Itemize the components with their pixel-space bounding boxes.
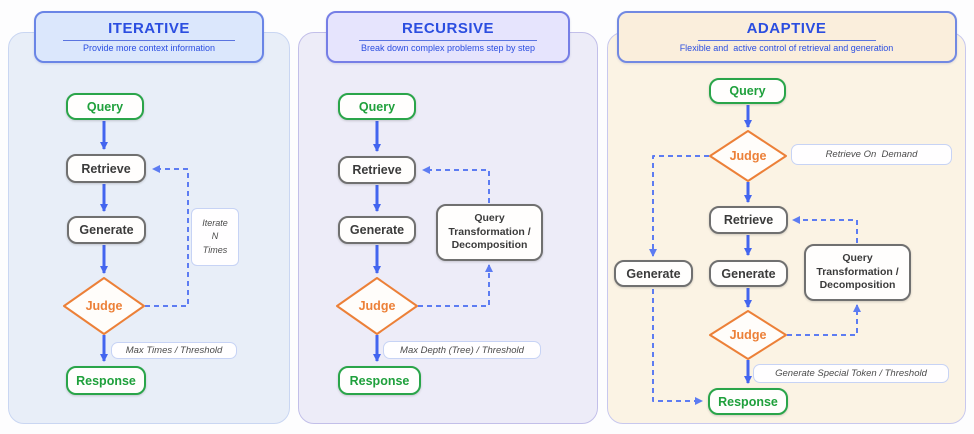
dashed-arrow-judge-to-retrieve	[145, 165, 189, 307]
node-generate-left: Generate	[614, 260, 693, 287]
threshold-note: Max Depth (Tree) / Threshold	[383, 341, 541, 359]
tbox-line: Transformation /	[448, 225, 531, 238]
retrieve-on-demand-note: Retrieve On Demand	[791, 144, 952, 165]
node-retrieve: Retrieve	[338, 156, 416, 184]
panel-iterative-subtitle: Provide more context information	[82, 42, 216, 53]
dashed-arrow-judge1-to-generate-left	[649, 155, 709, 257]
tbox-line: Decomposition	[451, 239, 528, 252]
panel-recursive: RECURSIVE Break down complex problems st…	[298, 11, 598, 424]
tbox-line: Query	[474, 212, 505, 225]
tbox-line: Query	[842, 252, 873, 265]
panel-iterative: ITERATIVE Provide more context informati…	[8, 11, 290, 424]
panel-iterative-title: ITERATIVE	[108, 20, 190, 38]
node-judge: Judge	[85, 299, 123, 313]
node-judge2: Judge	[729, 328, 767, 342]
node-query: Query	[709, 78, 786, 104]
panel-adaptive-header: ADAPTIVE Flexible and active control of …	[616, 11, 957, 63]
note-line: N	[211, 231, 219, 242]
panel-adaptive-title: ADAPTIVE	[746, 20, 827, 38]
panel-recursive-header: RECURSIVE Break down complex problems st…	[326, 11, 570, 63]
judge2-diamond	[709, 310, 787, 360]
node-response: Response	[66, 366, 146, 395]
node-query: Query	[66, 93, 144, 120]
node-judge1: Judge	[729, 149, 767, 163]
iterate-n-times-note: Iterate N Times	[191, 208, 239, 266]
node-retrieve: Retrieve	[709, 206, 788, 234]
node-query: Query	[338, 93, 416, 120]
header-underline	[697, 39, 876, 41]
tbox-line: Decomposition	[819, 279, 896, 292]
node-judge: Judge	[358, 299, 396, 313]
flow-wires-iterative	[63, 121, 189, 362]
note-line: Iterate	[202, 217, 228, 228]
header-underline	[359, 39, 537, 41]
panel-adaptive-subtitle: Flexible and active control of retrieval…	[679, 42, 894, 53]
threshold-note: Generate Special Token / Threshold	[753, 364, 949, 383]
node-retrieve: Retrieve	[66, 154, 146, 183]
threshold-note: Max Times / Threshold	[111, 342, 237, 359]
node-response: Response	[708, 388, 788, 415]
flow-wires-recursive	[336, 121, 493, 362]
panel-recursive-subtitle: Break down complex problems step by step	[360, 42, 536, 53]
panel-iterative-header: ITERATIVE Provide more context informati…	[34, 11, 264, 63]
dashed-arrow-generate-left-to-response	[652, 289, 703, 405]
dashed-arrow-transform-to-retrieve	[792, 216, 858, 243]
query-transformation-box: Query Transformation / Decomposition	[436, 204, 543, 261]
panel-adaptive: ADAPTIVE Flexible and active control of …	[607, 11, 966, 424]
node-generate: Generate	[709, 260, 788, 287]
header-underline	[63, 39, 235, 41]
note-line: Times	[202, 244, 228, 255]
dashed-arrow-judge2-to-transform	[787, 304, 861, 336]
node-generate: Generate	[67, 216, 146, 244]
judge-diamond	[63, 277, 145, 335]
tbox-line: Transformation /	[816, 265, 899, 278]
judge1-diamond	[709, 130, 787, 182]
judge-diamond	[336, 277, 418, 335]
dashed-arrow-transform-to-retrieve	[422, 166, 490, 203]
node-generate: Generate	[338, 216, 416, 244]
panel-recursive-title: RECURSIVE	[401, 20, 495, 38]
dashed-arrow-judge-to-transform	[418, 264, 493, 307]
node-response: Response	[338, 366, 421, 395]
query-transformation-box: Query Transformation / Decomposition	[804, 244, 911, 301]
flow-wires-adaptive	[649, 105, 861, 405]
